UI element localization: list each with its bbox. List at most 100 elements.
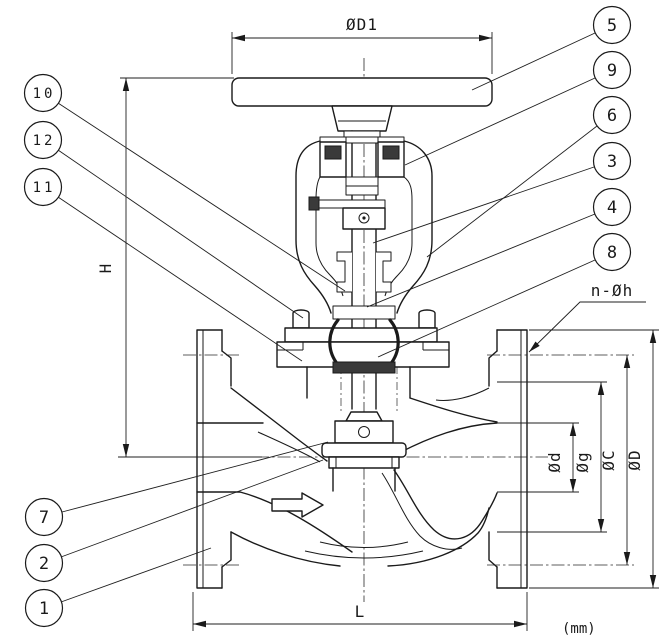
fd-extension-lines: [529, 329, 659, 589]
balloon-5: 5: [471, 5, 632, 91]
bolt-holes-label: n-Øh: [591, 281, 634, 300]
fd-arrow-top: [649, 330, 657, 343]
bonnet-flange: [284, 327, 438, 343]
follower-right: [376, 251, 392, 293]
d1-arrow-right: [479, 34, 492, 42]
outlet-top-wall: [398, 422, 498, 454]
balloon-11-number: 11: [33, 180, 56, 196]
bolt-holes-arrow: [529, 341, 540, 352]
balloon-3-circle: [592, 141, 632, 181]
balloon-11-leader: [57, 196, 303, 362]
bore-extension-lines: [497, 422, 579, 493]
balloon-6-number: 6: [607, 106, 617, 126]
bc-label: ØC: [599, 449, 618, 470]
balloon-9-leader: [404, 77, 596, 166]
balloon-6: 6: [426, 95, 632, 258]
dimension-bore: Ød: [497, 422, 579, 493]
d1-arrow-left: [232, 34, 245, 42]
dimension-height: H: [96, 77, 262, 458]
gland-wing-left: [328, 318, 340, 364]
bore-arrow-top: [569, 423, 577, 436]
l-extension-lines: [192, 592, 528, 631]
balloon-8-circle: [592, 232, 632, 272]
bearing-left: [324, 145, 342, 160]
rf-label: Øg: [573, 451, 592, 472]
d1-label: ØD1: [346, 15, 378, 34]
balloon-8: 8: [377, 232, 632, 358]
balloon-1: 1: [24, 547, 212, 628]
left-hub-steps: [221, 350, 232, 568]
outlet-neck-wall: [409, 397, 498, 423]
balloon-1-number: 1: [39, 599, 49, 619]
bearing-right: [382, 145, 400, 160]
left-flange-outline: [196, 329, 223, 589]
stem-nut-assembly: [319, 130, 405, 196]
balloon-12-leader: [57, 149, 304, 319]
yoke-foot-bolt-right: [418, 309, 436, 329]
bolt-holes-leader: [528, 301, 646, 353]
unit-note: (mm): [562, 621, 596, 637]
balloon-11: 11: [23, 167, 303, 362]
balloon-7: 7: [24, 441, 329, 537]
gland-wing-right: [388, 318, 400, 364]
disc-nut: [345, 411, 383, 422]
balloon-2-circle: [24, 543, 64, 583]
gland-plate: [332, 305, 396, 320]
balloon-9-circle: [592, 50, 632, 90]
balloon-6-circle: [592, 95, 632, 135]
dimension-bolt-circle: ØC: [599, 355, 631, 565]
inlet-top-wall: [230, 387, 328, 462]
bearing-housing-left: [319, 141, 347, 178]
outlet-flange: [488, 329, 528, 589]
balloon-7-leader: [61, 441, 329, 513]
balloon-7-circle: [24, 497, 64, 537]
yoke-window-left: [315, 176, 344, 297]
balloon-4: 4: [366, 187, 632, 308]
rf-arrow-bottom: [597, 519, 605, 532]
disc: [321, 442, 407, 458]
packing-follower: [332, 251, 396, 320]
balloon-callouts: 5 9 6 3 4 8 10: [23, 5, 632, 628]
handwheel: [231, 77, 493, 132]
balloon-7-number: 7: [39, 508, 49, 528]
packing-rings: [332, 361, 396, 374]
yoke-outer-left: [295, 140, 332, 314]
bc-arrow-bottom: [623, 552, 631, 565]
dimension-bolt-holes: n-Øh: [528, 281, 646, 353]
fd-label: ØD: [625, 449, 644, 470]
balloon-9: 9: [404, 50, 632, 166]
rf-arrow-top: [597, 382, 605, 395]
h-arrow-top: [122, 78, 130, 91]
body-passages: [196, 387, 498, 567]
l-arrow-left: [193, 620, 206, 628]
dimension-handwheel-diameter: ØD1: [231, 15, 493, 74]
inlet-flange: [196, 329, 232, 589]
right-hub-steps: [488, 350, 498, 568]
outlet-s-wall-inner: [381, 472, 463, 550]
bore-label: Ød: [545, 451, 564, 472]
bottom-boss-arc-inner: [319, 541, 409, 548]
balloon-10-circle: [23, 73, 63, 113]
fd-arrow-bottom: [649, 575, 657, 588]
flange-step-left: [277, 342, 304, 351]
bore-arrow-bottom: [569, 479, 577, 492]
balloon-10-leader: [57, 102, 346, 292]
balloon-4-leader: [366, 213, 596, 308]
nut-ring-1: [345, 176, 379, 187]
seat-bridge-wall: [257, 431, 321, 463]
balloon-3-leader: [372, 166, 595, 244]
bottom-boss-arc-outer: [304, 550, 424, 559]
balloon-2-leader: [60, 459, 324, 558]
flange-step-right: [422, 342, 449, 351]
stem-collar-ring-1: [343, 130, 381, 138]
bearing-cap-left: [319, 136, 347, 143]
flow-arrow: [271, 492, 324, 518]
right-flange-outline: [496, 329, 528, 589]
l-arrow-right: [514, 620, 527, 628]
rf-extension-lines: [497, 381, 607, 533]
follower-left: [336, 251, 352, 293]
valve-outline: [196, 77, 528, 589]
balloon-12: 12: [23, 120, 304, 319]
dimension-flange-diameter: ØD: [529, 329, 659, 589]
